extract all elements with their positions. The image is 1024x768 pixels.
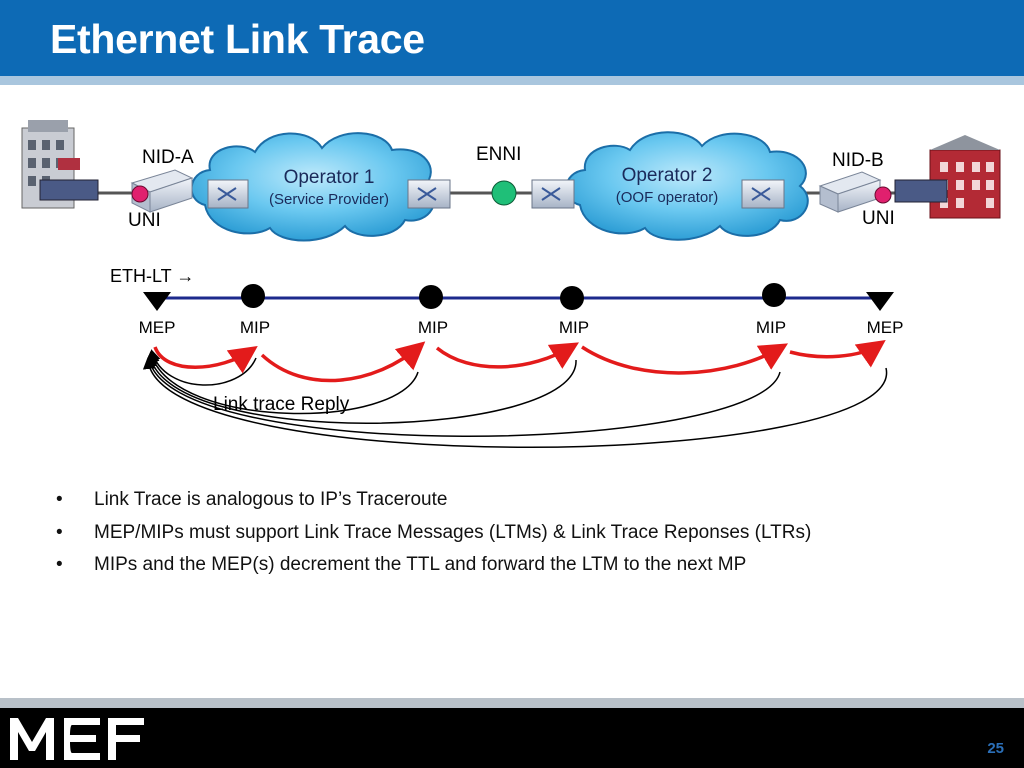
ltm-forward-arrow <box>581 343 789 375</box>
bullet-item: •MIPs and the MEP(s) decrement the TTL a… <box>56 549 1006 582</box>
eth-lt-label: ETH-LT → <box>110 266 194 286</box>
switch-icon <box>207 179 249 209</box>
ltm-forward-arrow <box>789 339 886 368</box>
ltm-forward-arrow <box>260 341 426 383</box>
mef-logo <box>10 718 144 760</box>
ltm-forward-arrow <box>435 342 579 369</box>
mp-label: MIP <box>418 318 448 337</box>
operator-1-cloud <box>190 132 436 242</box>
uni-left-dot <box>131 185 149 203</box>
bullet-item: •MEP/MIPs must support Link Trace Messag… <box>56 517 1006 550</box>
ltr-reply-arrow <box>148 351 419 415</box>
ltr-reply-arrow <box>144 355 781 437</box>
mip-dot <box>419 285 443 309</box>
mep-right-icon <box>866 292 894 311</box>
switch-icon <box>741 179 785 209</box>
operator-1-subtitle: (Service Provider) <box>269 191 389 208</box>
mip-dot <box>560 286 584 310</box>
mep-left-icon <box>143 292 171 311</box>
ltr-reply-arrow <box>142 357 887 448</box>
bullet-icon: • <box>56 521 63 543</box>
customer-building-right-icon <box>894 135 1001 219</box>
uni-left-label: UNI <box>128 210 161 231</box>
enni-label: ENNI <box>476 144 521 165</box>
slide-title: Ethernet Link Trace <box>50 16 425 62</box>
bullet-icon: • <box>56 489 63 510</box>
nid-b-label: NID-B <box>832 150 884 171</box>
mp-label: MEP <box>867 318 904 337</box>
uni-right-label: UNI <box>862 208 895 229</box>
link-trace-diagram: NID-A UNI ENNI NID-B UNI Operator 1 (Ser… <box>21 120 1001 448</box>
mp-label: MIP <box>240 318 270 337</box>
footer-stripe <box>0 698 1024 708</box>
operator-2-subtitle: (OOF operator) <box>616 189 719 206</box>
operator-2-title: Operator 2 <box>622 165 713 186</box>
mip-dot <box>241 284 265 308</box>
mp-label: MIP <box>756 318 786 337</box>
uni-right-dot <box>874 186 892 204</box>
enni-dot <box>491 180 517 206</box>
title-bar <box>0 0 1024 76</box>
page-number: 25 <box>987 740 1004 757</box>
footer-bar <box>0 708 1024 768</box>
bullet-icon: • <box>56 554 63 575</box>
switch-icon <box>531 179 575 209</box>
mp-label: MEP <box>139 318 176 337</box>
nid-b-device-icon <box>818 171 882 213</box>
bullet-item: •Link Trace is analogous to IP’s Tracero… <box>56 484 1006 517</box>
switch-icon <box>407 179 451 209</box>
ltr-reply-arrow <box>146 353 577 424</box>
ltm-forward-arrow <box>153 346 258 374</box>
nid-a-label: NID-A <box>142 147 194 168</box>
operator-2-cloud <box>565 131 809 241</box>
operator-1-title: Operator 1 <box>284 167 375 188</box>
ltr-reply-arrow <box>148 349 257 386</box>
mp-label: MIP <box>559 318 589 337</box>
link-trace-reply-label: Link trace Reply <box>213 394 350 415</box>
title-bar-stripe <box>0 76 1024 85</box>
mip-dot <box>762 283 786 307</box>
customer-building-left-icon <box>21 120 99 209</box>
bullet-list: •Link Trace is analogous to IP’s Tracero… <box>56 484 1006 582</box>
